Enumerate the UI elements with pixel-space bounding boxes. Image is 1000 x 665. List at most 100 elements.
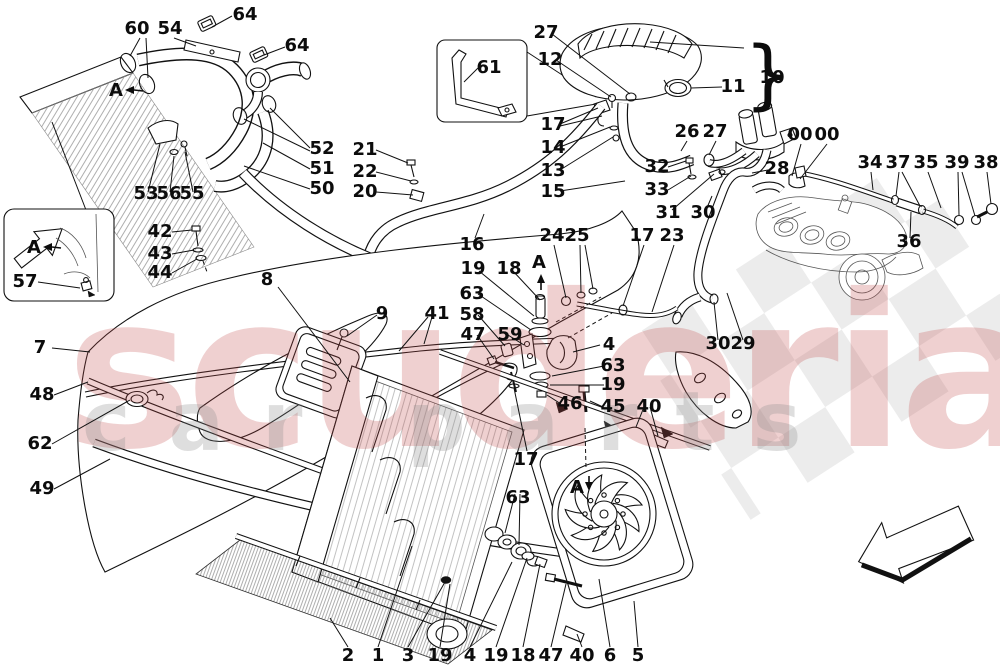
part-label-45: 45	[600, 396, 625, 417]
part-label-27: 27	[702, 121, 727, 142]
bypass-pipes	[794, 165, 999, 229]
part-label-60: 60	[124, 18, 149, 39]
part-label-49: 49	[29, 478, 54, 499]
part-label-34: 34	[857, 152, 882, 173]
part-label-63: 63	[505, 487, 530, 508]
view-marker-arrow-icon	[43, 243, 52, 251]
part-label-13: 13	[540, 160, 565, 181]
part-label-00: 00	[787, 124, 812, 145]
checkered-flag-background	[631, 156, 1000, 520]
part-label-6: 6	[604, 645, 617, 665]
mount-pads-and-bolt-47	[521, 551, 583, 588]
hose-clamp-60	[119, 52, 156, 95]
northeast-arrow-icon	[13, 228, 63, 269]
part-label-44: 44	[147, 262, 172, 283]
screw-9	[336, 328, 349, 351]
part-label-64: 64	[284, 35, 309, 56]
part-label-42: 42	[147, 221, 172, 242]
part-label-53: 53	[133, 183, 158, 204]
part-label-3: 3	[402, 645, 415, 665]
part-label-58: 58	[459, 304, 484, 325]
part-label-29: 29	[730, 333, 755, 354]
part-label-4: 4	[603, 334, 616, 355]
part-label-50: 50	[309, 178, 334, 199]
part-label-25: 25	[564, 225, 589, 246]
radiator-1	[291, 365, 525, 637]
condenser-2	[195, 533, 498, 665]
part-label-10: 10	[759, 67, 784, 88]
heater-valve-assembly	[616, 101, 806, 325]
leader-lines	[37, 15, 992, 648]
view-marker-A: A	[27, 237, 41, 258]
watermark-line2: car parts	[82, 375, 839, 470]
fan-assembly	[484, 417, 694, 643]
part-label-30: 30	[690, 202, 715, 223]
part-label-61: 61	[476, 57, 501, 78]
part-label-30: 30	[705, 333, 730, 354]
corner-bracket-40	[562, 625, 585, 643]
temperature-sensor-57	[80, 277, 96, 298]
part-label-28: 28	[764, 158, 789, 179]
support-bracket-53	[147, 119, 188, 157]
part-label-33: 33	[644, 179, 669, 200]
view-marker-arrow-tail	[51, 246, 62, 249]
detail-inset-A	[3, 208, 115, 302]
part-label-26: 26	[674, 121, 699, 142]
part-label-19: 19	[427, 645, 452, 665]
part-label-27: 27	[533, 22, 558, 43]
view-marker-arrow-tail	[133, 89, 144, 92]
screw-32-washer-33	[685, 157, 697, 180]
part-label-37: 37	[885, 152, 910, 173]
engine-sketch	[755, 194, 924, 301]
part-label-40: 40	[636, 396, 661, 417]
part-label-64: 64	[232, 4, 257, 25]
watermark: scuderia car parts	[66, 249, 1000, 496]
part-label-56: 56	[156, 183, 181, 204]
part-label-57: 57	[12, 271, 37, 292]
part-label-18: 18	[496, 258, 521, 279]
screw-42-43-44	[191, 225, 208, 273]
part-label-62: 62	[27, 433, 52, 454]
part-label-51: 51	[309, 158, 334, 179]
watermark-line1: scuderia	[66, 249, 1000, 496]
view-marker-arrow-icon	[125, 86, 134, 94]
part-label-47: 47	[460, 324, 485, 345]
detail-inset-61	[436, 39, 597, 123]
hub-bolts	[582, 492, 626, 536]
part-label-8: 8	[261, 269, 274, 290]
part-label-4: 4	[464, 645, 477, 665]
mount-hardware	[486, 287, 679, 413]
part-label-46: 46	[557, 393, 582, 414]
tank-cover-ribs	[583, 27, 677, 54]
part-label-63: 63	[600, 355, 625, 376]
clip-64-a	[197, 15, 217, 32]
drain-cap-62	[125, 389, 164, 408]
filler-cap-11	[663, 78, 692, 98]
part-label-17: 17	[540, 114, 565, 135]
part-label-40: 40	[569, 645, 594, 665]
part-label-2: 2	[342, 645, 355, 665]
part-label-14: 14	[540, 137, 565, 158]
part-label-20: 20	[352, 181, 377, 202]
radiator-top-left	[19, 56, 255, 288]
part-label-15: 15	[540, 181, 565, 202]
part-label-32: 32	[644, 156, 669, 177]
part-label-41: 41	[424, 303, 449, 324]
part-label-23: 23	[659, 225, 684, 246]
part-label-59: 59	[497, 324, 522, 345]
part-label-18: 18	[510, 645, 535, 665]
view-marker-A: A	[532, 252, 546, 273]
part-label-21: 21	[352, 139, 377, 160]
part-label-11: 11	[720, 76, 745, 97]
part-label-12: 12	[537, 49, 562, 70]
part-label-9: 9	[376, 303, 389, 324]
part-label-16: 16	[459, 234, 484, 255]
group-brace: }	[744, 29, 792, 118]
part-label-1: 1	[372, 645, 385, 665]
part-label-52: 52	[309, 138, 334, 159]
part-label-24: 24	[539, 225, 564, 246]
view-marker-arrow-icon	[585, 482, 593, 491]
clip-64-b	[249, 46, 269, 63]
